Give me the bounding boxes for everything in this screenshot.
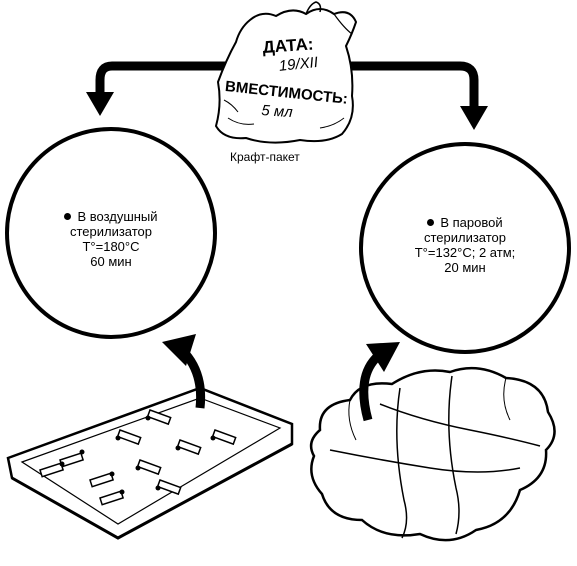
steam-sterilizer-line2: стерилизатор [423, 230, 507, 245]
steam-sterilizer-line3: Т°=132°С; 2 атм; [414, 245, 516, 260]
arrowhead-left-bottom [162, 334, 196, 366]
arrow-bag-to-air-sterilizer [95, 61, 232, 96]
kraft-bag-caption: Крафт-пакет [230, 150, 300, 164]
air-sterilizer-line2: стерилизатор [69, 224, 153, 239]
air-sterilizer-line1: В воздушный [77, 209, 158, 224]
arrow-bag-to-steam-sterilizer [340, 61, 479, 110]
kraft-bag-drawing [214, 1, 358, 144]
steam-sterilizer-text: В паровой стерилизатор Т°=132°С; 2 атм; … [380, 215, 550, 275]
steam-sterilizer-line1: В паровой [440, 215, 503, 230]
air-sterilizer-text: В воздушный стерилизатор Т°=180°С 60 мин [26, 209, 196, 269]
cloth-bundle-drawing [309, 366, 556, 542]
air-sterilizer-line3: Т°=180°С [82, 239, 140, 254]
bullet-icon [427, 219, 435, 226]
air-sterilizer-line4: 60 мин [90, 254, 132, 269]
syringe-tray-drawing [6, 386, 294, 540]
arrow-bundle-to-steam-sterilizer [359, 352, 382, 422]
bag-capacity-value: 5 мл [260, 102, 294, 122]
arrowhead-right-bottom [366, 342, 400, 372]
bullet-icon [64, 213, 72, 220]
arrowhead-left-top [86, 92, 114, 116]
steam-sterilizer-line4: 20 мин [444, 260, 486, 275]
arrowhead-right-top [460, 106, 488, 130]
steam-sterilizer-circle [359, 142, 571, 354]
air-sterilizer-circle [5, 127, 217, 339]
